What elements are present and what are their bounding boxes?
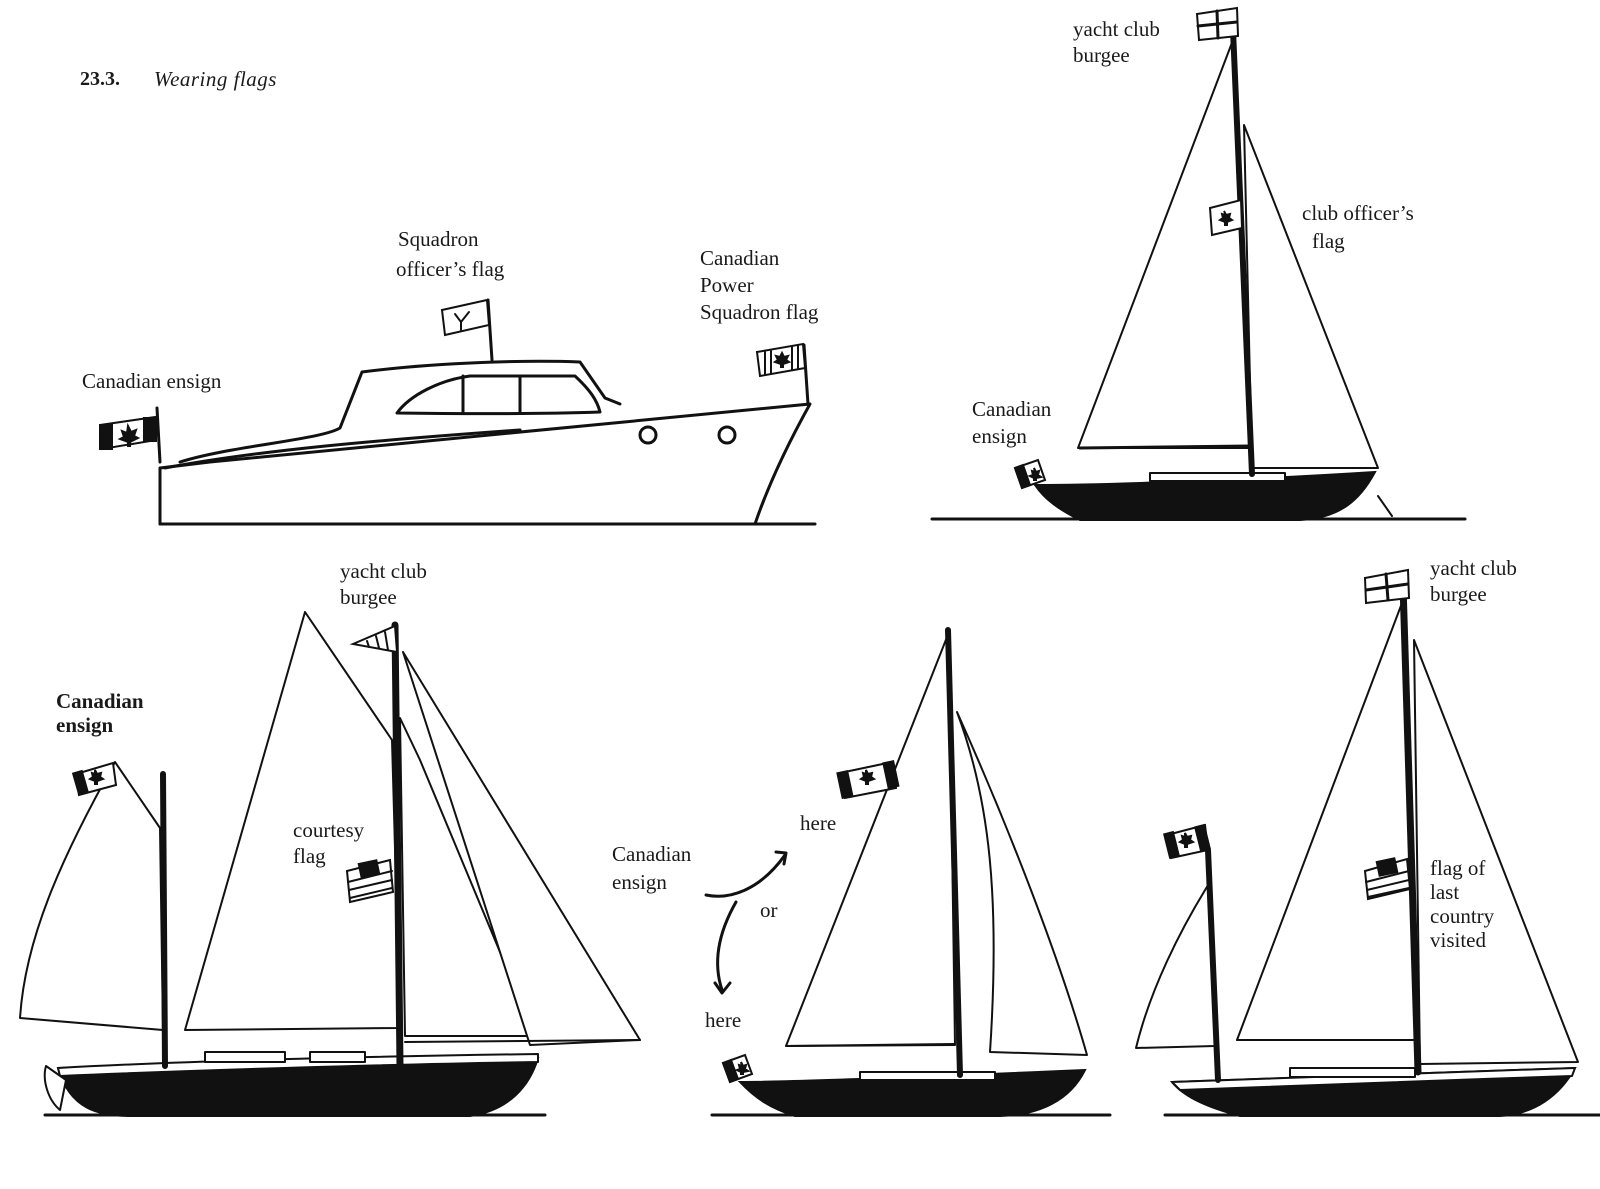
sloop-bottom-hull [737,1068,1087,1117]
powerboat-ensign-label: Canadian ensign [82,369,222,393]
power-squadron-label-line3: Squadron flag [700,300,819,324]
sloop-top-burgee-label-line2: burgee [1073,43,1130,67]
figure-title: Wearing flags [154,67,277,91]
canadian-ensign-flag-powerboat [98,415,158,451]
sloop-top-ensign-label-line2: ensign [972,424,1027,448]
sloop-top-cabin [1149,472,1286,482]
schooner-ensign [71,761,118,797]
schooner-ensign-label-line1: Canadian [56,689,144,713]
sloop-top-ensign [1013,458,1047,490]
schooner-burgee-label-line2: burgee [340,585,397,609]
yawl-burgee-label-line1: yacht club [1430,556,1517,580]
squadron-officer-label-line2: officer’s flag [396,257,505,281]
squadron-officer-label-line1: Squadron [398,227,479,251]
sloop-top [930,6,1467,521]
arrow-up [704,853,787,898]
sloop-top-mast [1230,27,1255,477]
yawl-mainmast [1399,581,1422,1076]
porthole-1 [638,425,658,445]
sloop-options-ensign-label-line1: Canadian [612,842,692,866]
schooner-foremast [160,771,168,1069]
figure-number: 23.3. [80,68,120,90]
yawl-burgee [1363,568,1411,605]
last-country-label-line4: visited [1430,928,1486,952]
club-officer-label-line1: club officer’s [1302,201,1414,225]
yawl [1135,568,1600,1117]
sloop-top-burgee [1195,6,1240,42]
squadron-officer-flag [440,298,491,337]
power-squadron-label-line1: Canadian [700,246,780,270]
schooner-rudder [43,1065,67,1111]
yawl-jib [1413,639,1579,1065]
sloop-top-club-officer-flag [1208,198,1244,237]
schooner-mizzen-sail [19,761,164,1031]
last-country-label-line1: flag of [1430,856,1486,880]
porthole-2 [717,425,737,445]
sloop-top-jib [1243,124,1379,469]
schooner-burgee-label-line1: yacht club [340,559,427,583]
sloop-top-burgee-label-line1: yacht club [1073,17,1160,41]
yawl-mizzen-sail [1135,881,1216,1049]
courtesy-label-line1: courtesy [293,818,365,842]
powerboat-sheer [163,428,522,470]
sloop-top-hull [1033,470,1377,521]
schooner-ensign-label-line2: ensign [56,713,114,737]
yawl-mainsail [1236,594,1416,1041]
sloop-bottom [704,627,1112,1117]
sloop-bottom-jib [956,711,1088,1056]
schooner-burgee [349,624,399,654]
sloop-bottom-ensign-spreader [836,760,900,800]
schooner-jib [402,651,641,1046]
powerboat [98,298,817,526]
schooner-courtesy-flag [345,858,395,904]
power-squadron-flag [755,342,807,378]
powerboat-windows [395,374,602,416]
schooner [19,611,641,1117]
last-country-label-line2: last [1430,880,1460,904]
here-upper-label: here [800,811,837,835]
schooner-mainmast [391,621,404,1070]
sloop-options-ensign-label-line2: ensign [612,870,667,894]
or-label: or [760,898,778,922]
yawl-burgee-label-line2: burgee [1430,582,1487,606]
sloop-bottom-mainsail [785,631,956,1047]
arrow-down [716,900,738,992]
sloop-top-ensign-label-line1: Canadian [972,397,1052,421]
sloop-top-mainsail [1077,39,1251,449]
sloop-bottom-mast [945,627,963,1078]
club-officer-label-line2: flag [1312,229,1345,253]
here-lower-label: here [705,1008,742,1032]
yawl-mizzen-mast [1205,847,1221,1083]
yawl-last-country-flag [1363,857,1412,901]
last-country-label-line3: country [1430,904,1495,928]
power-squadron-label-line2: Power [700,273,754,297]
sloop-bottom-ensign-stern [721,1053,754,1084]
sloop-top-boom [1078,444,1252,450]
yawl-mizzen-ensign [1163,823,1211,860]
powerboat-cabin [178,359,622,464]
courtesy-label-line2: flag [293,844,326,868]
powerboat-hull [158,402,812,526]
